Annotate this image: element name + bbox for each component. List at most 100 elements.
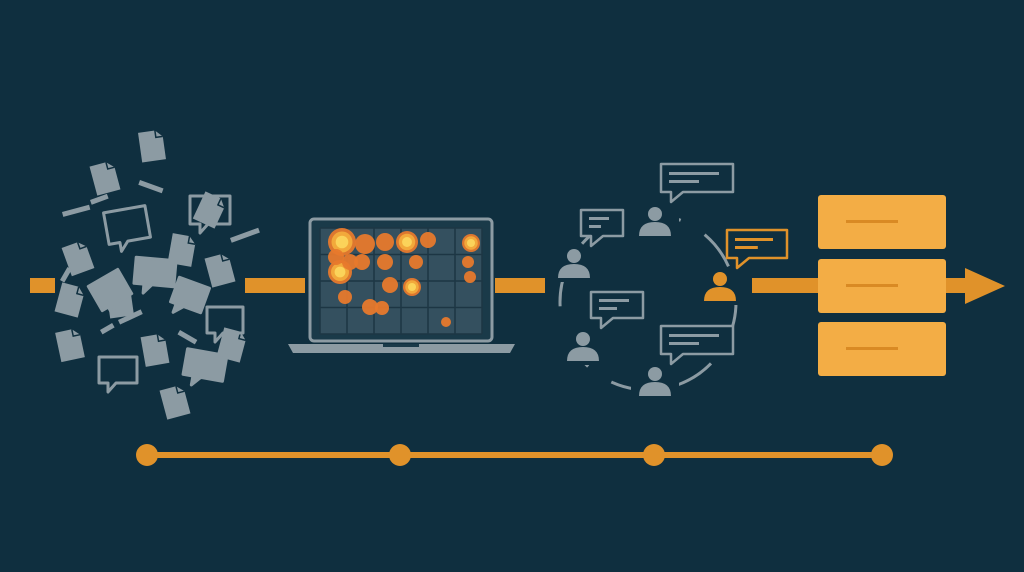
user-icon xyxy=(550,248,598,282)
bubble-shape xyxy=(97,355,139,394)
document-icon xyxy=(55,329,85,363)
timeline-milestone xyxy=(389,444,411,466)
block-line xyxy=(846,284,898,287)
text-dash xyxy=(89,193,109,205)
heatmap-spot xyxy=(328,249,344,265)
text-dash xyxy=(138,180,164,194)
heatmap-spot xyxy=(420,232,436,248)
heatmap-spot xyxy=(342,254,358,270)
document-shape xyxy=(138,130,166,163)
bubble-text-line xyxy=(669,342,699,345)
bubble-shape xyxy=(188,194,232,235)
user-head xyxy=(648,367,662,381)
heatmap-core xyxy=(402,237,412,247)
laptop-icon xyxy=(288,217,515,353)
bubble-shape xyxy=(86,267,134,317)
text-dash xyxy=(230,227,260,243)
user-icon xyxy=(631,366,679,400)
document-shape xyxy=(192,191,225,229)
chat-bubble-icon xyxy=(132,255,178,295)
bubble-text-line xyxy=(735,246,758,249)
user-icon xyxy=(631,206,679,240)
text-dash xyxy=(62,204,91,217)
document-shape xyxy=(204,254,236,288)
user-body xyxy=(558,264,590,278)
document-fold xyxy=(71,329,81,338)
document-icon xyxy=(138,130,166,163)
chat-bubble-icon xyxy=(102,204,152,253)
chat-bubble-icon xyxy=(589,290,645,330)
flow-segment xyxy=(30,278,55,293)
chat-bubble-icon xyxy=(97,355,139,394)
heatmap-core xyxy=(335,235,349,249)
laptop-notch xyxy=(383,344,419,347)
user-icon xyxy=(559,331,607,365)
user-body xyxy=(639,222,671,236)
timeline-milestone xyxy=(136,444,158,466)
document-shape xyxy=(55,329,85,363)
block-line xyxy=(846,347,898,350)
chat-bubble-icon xyxy=(205,305,245,344)
output-block xyxy=(818,195,946,249)
text-dash xyxy=(99,323,115,335)
heatmap-core xyxy=(407,282,417,292)
chat-bubble-icon xyxy=(169,275,211,315)
bubble-text-line xyxy=(599,299,629,302)
bubble-text-line xyxy=(669,172,719,175)
timeline-milestone xyxy=(643,444,665,466)
chat-bubble-icon xyxy=(86,267,134,317)
bubble-shape xyxy=(102,204,152,253)
timeline-bar xyxy=(147,452,882,458)
heatmap-spot xyxy=(375,301,389,315)
heatmap-spot xyxy=(464,271,476,283)
text-dash xyxy=(177,330,198,345)
document-fold xyxy=(156,334,166,343)
document-fold xyxy=(175,386,185,394)
heatmap-spot xyxy=(409,255,423,269)
heatmap-spot xyxy=(354,254,370,270)
document-icon xyxy=(89,162,121,196)
user-icon xyxy=(696,271,744,305)
heatmap-spot xyxy=(362,299,378,315)
output-block xyxy=(818,322,946,376)
heatmap-spot xyxy=(338,290,352,304)
user-head xyxy=(567,249,581,263)
bubble-shape xyxy=(205,305,245,344)
document-fold xyxy=(216,198,225,209)
document-icon xyxy=(204,254,236,288)
chat-bubble-icon xyxy=(659,324,735,366)
bubble-text-line xyxy=(589,225,601,228)
block-line xyxy=(846,220,898,223)
heatmap-spot xyxy=(376,233,394,251)
bubble-text-line xyxy=(735,238,773,241)
output-block xyxy=(818,259,946,313)
chat-bubble-icon xyxy=(725,228,789,270)
chat-bubble-icon xyxy=(579,208,625,248)
heatmap-core xyxy=(466,238,476,248)
document-shape xyxy=(61,242,95,277)
heatmap-spot xyxy=(441,317,451,327)
chat-bubble-icon xyxy=(181,347,229,387)
feedback-cluster xyxy=(54,130,260,420)
document-fold xyxy=(220,254,230,262)
user-head xyxy=(713,272,727,286)
document-shape xyxy=(89,162,121,196)
bubble-text-line xyxy=(669,180,699,183)
laptop-base xyxy=(288,344,515,353)
document-fold xyxy=(105,162,115,170)
user-head xyxy=(576,332,590,346)
flow-segment xyxy=(495,278,545,293)
heatmap-core xyxy=(334,266,346,278)
chat-bubble-icon xyxy=(188,194,232,235)
heatmap-spot xyxy=(377,254,393,270)
user-head xyxy=(648,207,662,221)
document-icon xyxy=(54,282,84,318)
document-icon xyxy=(159,386,191,420)
bubble-text-line xyxy=(599,307,617,310)
user-body xyxy=(704,287,736,301)
user-body xyxy=(639,382,671,396)
bubble-shape xyxy=(169,275,211,315)
user-body xyxy=(567,347,599,361)
flow-segment xyxy=(245,278,305,293)
